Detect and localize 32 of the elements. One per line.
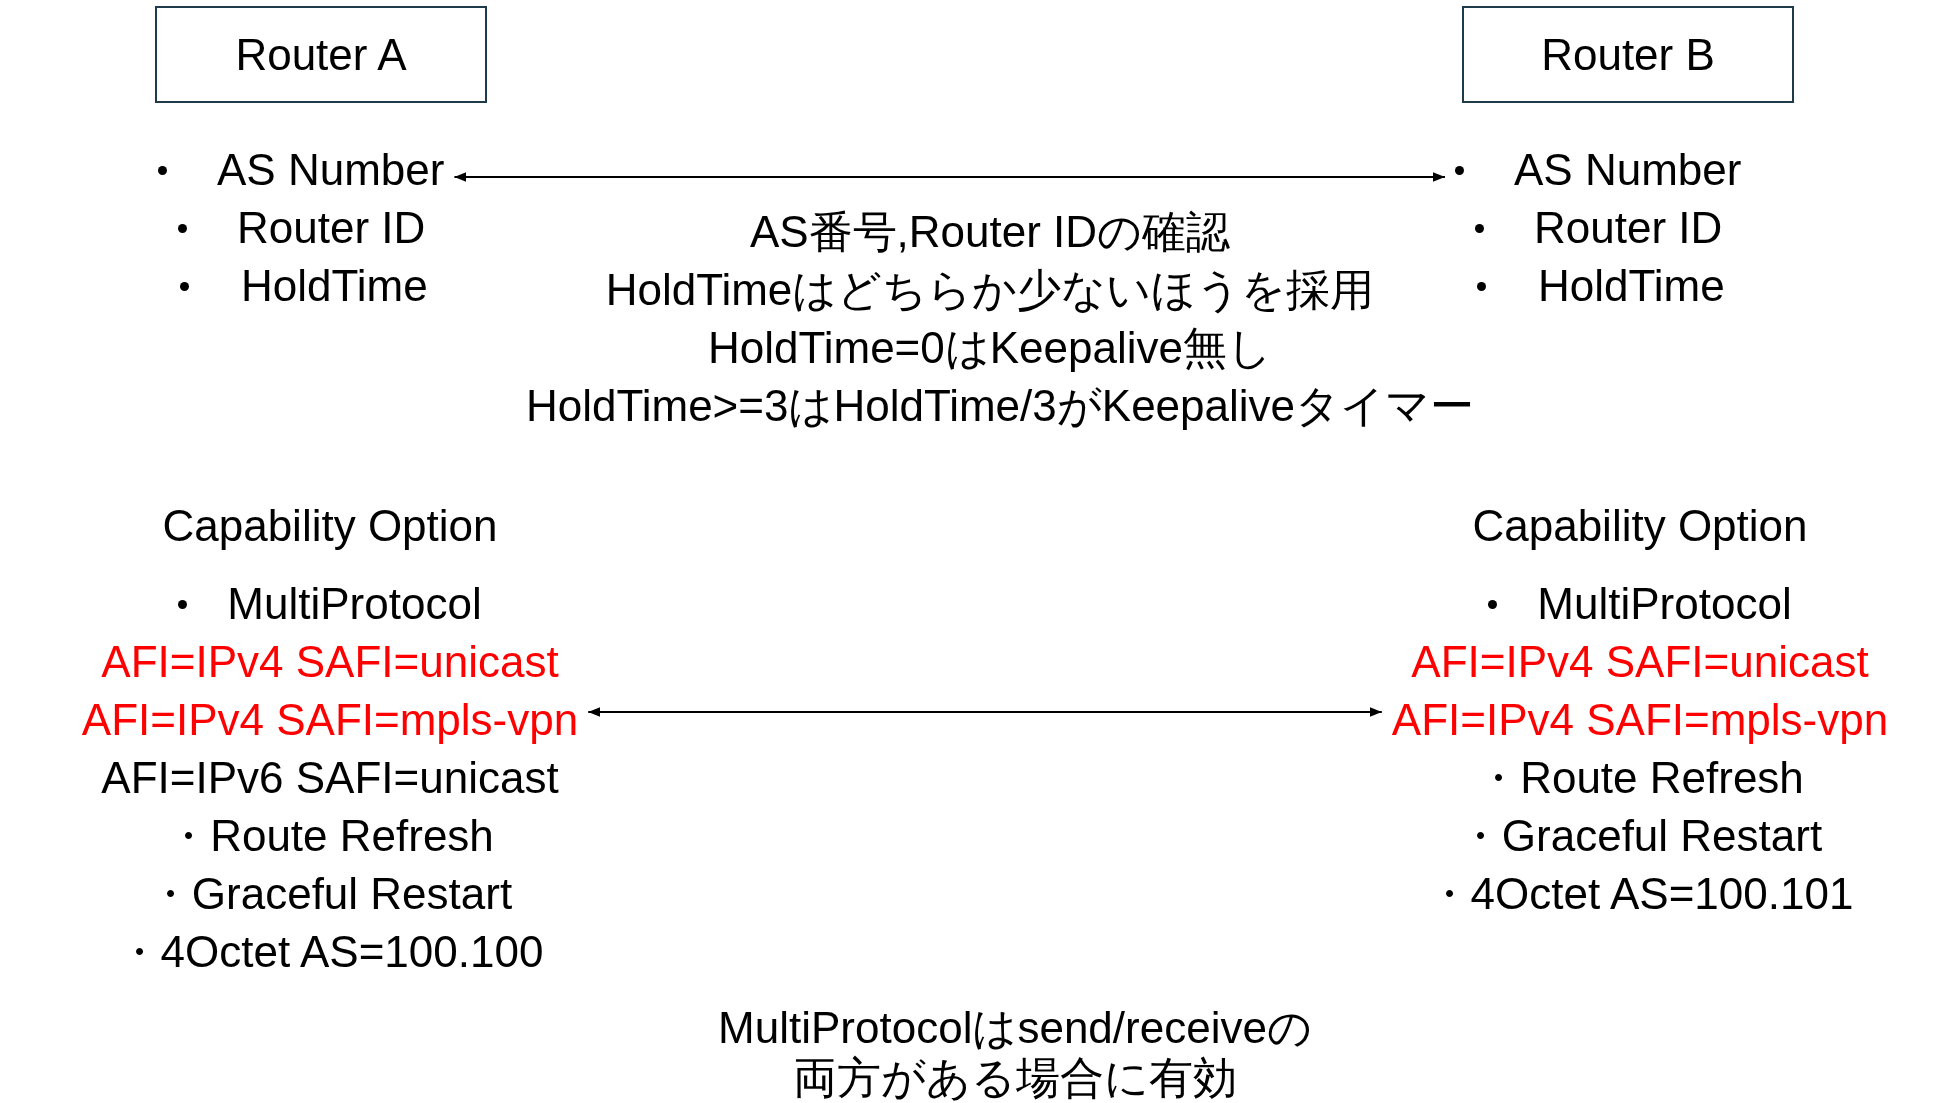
parameter-text: Router ID — [1534, 203, 1723, 253]
capability-text: ・4Octet AS=100.101 — [1426, 867, 1854, 920]
note-text: HoldTime=0はKeepalive無し — [707, 322, 1273, 374]
note-text: HoldTime>=3はHoldTime/3がKeepaliveタイマー — [525, 380, 1475, 432]
capability-text: ・Graceful Restart — [147, 867, 513, 920]
capability-text: AFI=IPv4 SAFI=mpls-vpn — [1391, 695, 1889, 745]
capability-text: AFI=IPv4 SAFI=unicast — [1411, 637, 1869, 687]
capability-text: AFI=IPv6 SAFI=unicast — [101, 753, 559, 803]
parameter-text: HoldTime — [1538, 261, 1725, 311]
capability-text: AFI=IPv4 SAFI=mpls-vpn — [81, 695, 579, 745]
note-text: HoldTimeはどちらか少ないほうを採用 — [605, 264, 1375, 316]
router-box — [155, 6, 487, 103]
capability-text: ・Graceful Restart — [1457, 809, 1823, 862]
capability-text: ・Route Refresh — [1476, 751, 1804, 804]
parameter-text: AS Number — [217, 145, 445, 195]
double-arrow — [453, 172, 1446, 182]
note-text: AS番号,Router IDの確認 — [749, 206, 1231, 258]
capability-text: ・Route Refresh — [166, 809, 494, 862]
router-name: Router B — [1541, 29, 1715, 80]
capability-text: MultiProtocol — [1537, 579, 1792, 629]
heading-text: Capability Option — [162, 501, 498, 551]
parameter-text: Router ID — [237, 203, 426, 253]
note-text: MultiProtocolはsend/receiveの両方がある場合に有効 — [717, 1003, 1313, 1103]
router-box — [1462, 6, 1794, 103]
capability-text: AFI=IPv4 SAFI=unicast — [101, 637, 559, 687]
capability-text: MultiProtocol — [227, 579, 482, 629]
capability-text: ・4Octet AS=100.100 — [116, 925, 544, 978]
double-arrow — [587, 707, 1383, 717]
parameter-text: HoldTime — [241, 261, 428, 311]
heading-text: Capability Option — [1472, 501, 1808, 551]
parameter-text: AS Number — [1514, 145, 1742, 195]
router-name: Router A — [235, 29, 407, 80]
